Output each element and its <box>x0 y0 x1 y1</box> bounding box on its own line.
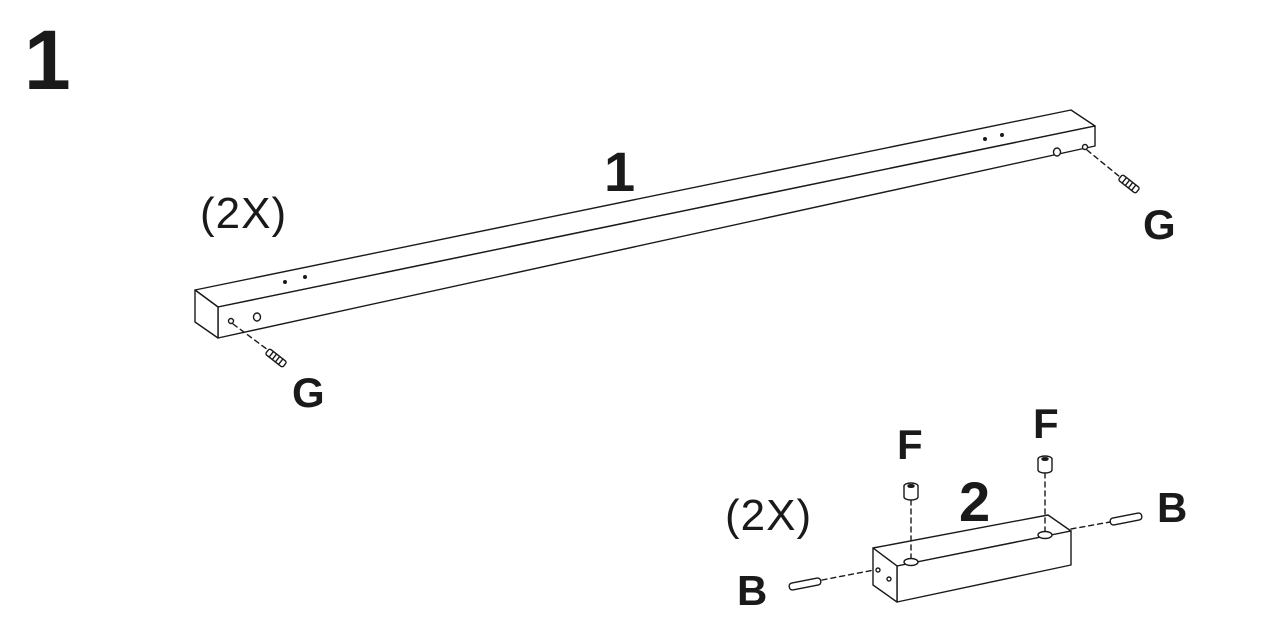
hardware-g-left-label: G <box>292 369 325 416</box>
block-part-label: 2 <box>959 470 991 533</box>
dowel-g-left <box>232 323 287 368</box>
step-number: 1 <box>24 13 71 107</box>
bolt-f-right-label: F <box>1033 400 1059 447</box>
rail-part-label: 1 <box>604 140 636 203</box>
bolt-f-left-label: F <box>897 421 923 468</box>
rail-quantity: (2X) <box>200 189 288 238</box>
dowel-b-left <box>788 569 875 591</box>
dowel-b-right-label: B <box>1157 484 1188 531</box>
bolt-f-right <box>1037 455 1053 532</box>
block-quantity: (2X) <box>725 491 813 540</box>
rail-part-1 <box>194 109 1096 339</box>
hardware-g-right-label: G <box>1143 201 1176 248</box>
block-part-2 <box>872 514 1072 603</box>
bolt-f-left <box>903 482 919 559</box>
dowel-g-right <box>1086 149 1140 194</box>
dowel-b-right <box>1070 512 1143 530</box>
dowel-b-left-label: B <box>737 567 768 614</box>
